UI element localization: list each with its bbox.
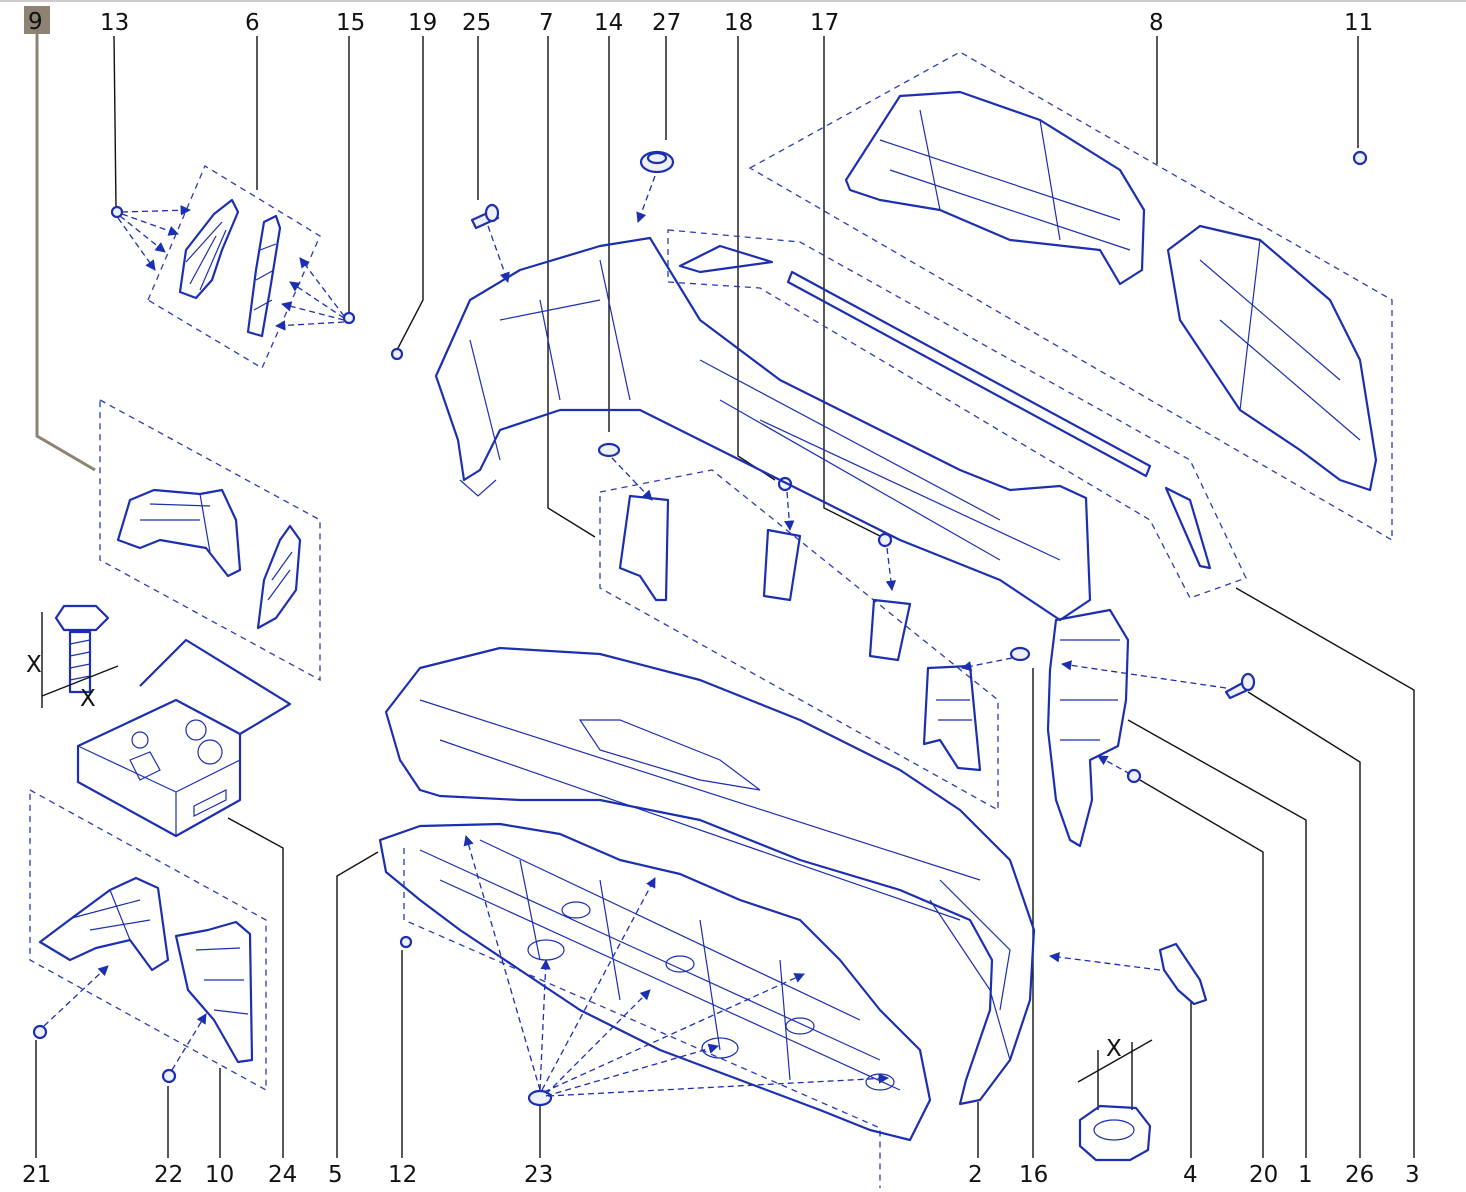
part-1-side-bracket [1046, 608, 1130, 848]
callout-5: 5 [328, 1162, 343, 1188]
clip-19-icon [390, 347, 404, 361]
svg-text:9: 9 [28, 9, 43, 35]
callout-11: 11 [1344, 10, 1373, 36]
bolt-head-icon [54, 604, 110, 632]
clip-22-icon [161, 1068, 177, 1084]
clip-17-icon [877, 532, 893, 548]
clip-21-icon [32, 1024, 48, 1040]
screw-26-icon [1224, 672, 1256, 700]
washer-16-icon [1009, 646, 1031, 662]
callout-13: 13 [100, 10, 129, 36]
part-10-brackets [38, 876, 254, 1064]
nut-dimension-detail: X [1077, 1036, 1153, 1162]
callout-26: 26 [1345, 1162, 1374, 1188]
bolt-shank-icon [68, 630, 92, 694]
group-6-outline [147, 165, 321, 369]
part-4-clip [1158, 942, 1208, 1006]
callout-17: 17 [810, 10, 839, 36]
callout-23: 23 [524, 1162, 553, 1188]
dimension-x-label: X [26, 652, 42, 678]
part-2-bumper-lower [384, 646, 1036, 1106]
part-9-brackets [116, 488, 302, 630]
bolt-dimension-detail: X X [26, 604, 119, 712]
callout-3: 3 [1405, 1162, 1420, 1188]
callout-15: 15 [336, 10, 365, 36]
callout-12: 12 [388, 1162, 417, 1188]
callout-1: 1 [1298, 1162, 1313, 1188]
part-3-trim [678, 244, 1212, 570]
callout-18: 18 [724, 10, 753, 36]
callout-badge-9: 9 [24, 6, 96, 472]
callout-21: 21 [22, 1162, 51, 1188]
callout-16: 16 [1019, 1162, 1048, 1188]
group-3-outline [667, 229, 1247, 599]
group-outlines [29, 51, 1393, 1188]
callout-8: 8 [1149, 10, 1164, 36]
part-5-undertray [378, 822, 932, 1142]
part-6-brackets [178, 198, 282, 338]
part-7-brackets [618, 494, 982, 772]
callout-14: 14 [594, 10, 623, 36]
part-24-kit-box [76, 638, 292, 838]
clip-12-icon [399, 935, 413, 949]
nut-icon [1078, 1104, 1152, 1162]
callouts-top: 13 6 15 19 25 7 14 27 18 17 8 11 [100, 10, 1373, 538]
callout-27: 27 [652, 10, 681, 36]
group-8-outline [748, 51, 1393, 542]
fasteners [32, 150, 1368, 1107]
washer-23-icon [527, 1089, 553, 1107]
callouts-bottom: 21 22 10 24 5 12 23 2 16 4 20 1 26 3 [22, 587, 1420, 1188]
screw-25-icon [470, 203, 500, 230]
dimension-x-label: X [1106, 1036, 1122, 1062]
callout-7: 7 [539, 10, 554, 36]
assembly-arrows [43, 175, 1227, 1097]
clip-20-icon [1126, 768, 1142, 784]
clip-11-icon [1352, 150, 1368, 166]
callout-22: 22 [154, 1162, 183, 1188]
group-10-outline [29, 788, 267, 1092]
dimension-x-label: X [80, 686, 96, 712]
grommet-27-icon [639, 150, 675, 174]
clip-13-icon [110, 205, 124, 219]
callout-10: 10 [205, 1162, 234, 1188]
washer-14-icon [597, 442, 621, 458]
callout-4: 4 [1183, 1162, 1198, 1188]
group-12-outline [403, 848, 881, 1188]
callout-19: 19 [408, 10, 437, 36]
callout-24: 24 [268, 1162, 297, 1188]
callout-6: 6 [245, 10, 260, 36]
callout-2: 2 [968, 1162, 983, 1188]
group-7-outline [599, 469, 999, 812]
callout-25: 25 [462, 10, 491, 36]
part-8-beam [844, 90, 1378, 492]
group-9-outline [99, 398, 321, 682]
callout-20: 20 [1249, 1162, 1278, 1188]
clip-15-icon [342, 311, 356, 325]
part-7-bumper-upper [434, 236, 1092, 622]
